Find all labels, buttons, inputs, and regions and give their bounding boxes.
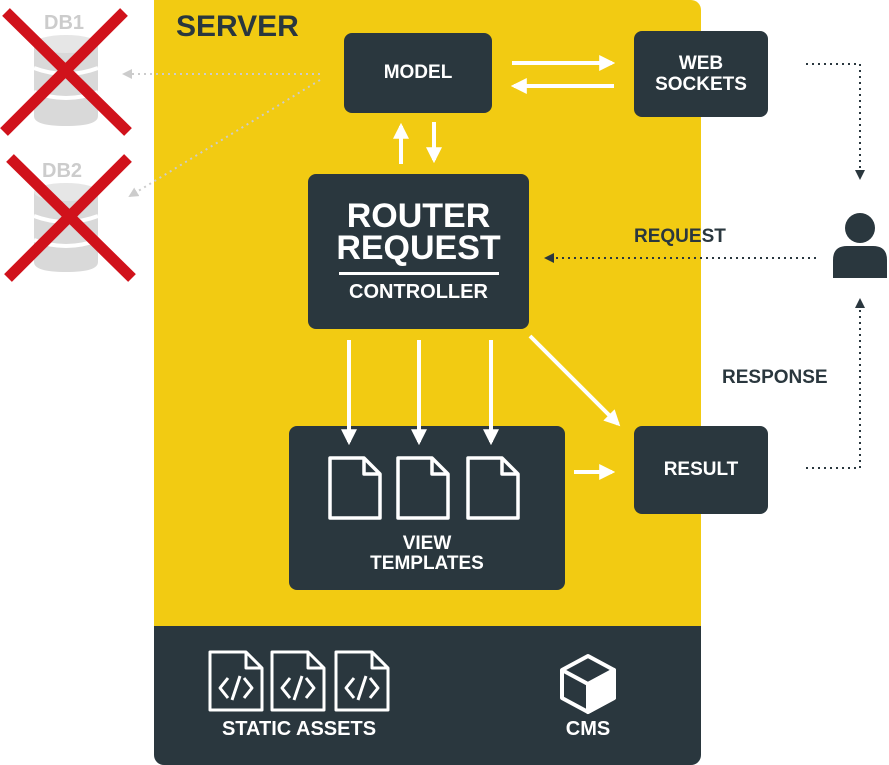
result-box: RESULT — [634, 426, 768, 514]
model-db2-line — [128, 79, 321, 198]
static-asset-icons — [208, 650, 390, 712]
router-to-result-arrow — [528, 334, 621, 427]
static-assets-label: STATIC ASSETS — [221, 718, 377, 740]
code-file-icon-1 — [208, 650, 264, 712]
view-templates-label: VIEW TEMPLATES — [289, 534, 565, 574]
request-flow-label: REQUEST — [634, 226, 726, 247]
view-label-line1: VIEW — [402, 533, 452, 554]
user-icon — [833, 213, 887, 278]
cms-label: CMS — [565, 718, 611, 740]
router-box: ROUTER REQUEST CONTROLLER — [308, 174, 529, 329]
template-file-icons — [328, 456, 520, 520]
db1-icon — [33, 35, 99, 126]
websockets-label-line2: SOCKETS — [655, 74, 747, 95]
result-to-user-response-line — [806, 298, 865, 469]
websockets-box: WEB SOCKETS — [634, 31, 768, 117]
view-label-line2: TEMPLATES — [370, 553, 484, 574]
db2-cross-icon — [4, 154, 136, 282]
controller-label: CONTROLLER — [349, 280, 488, 303]
request-label: REQUEST — [336, 228, 501, 267]
websockets-label-line1: WEB — [678, 53, 724, 74]
result-label: RESULT — [663, 459, 739, 480]
model-label: MODEL — [383, 62, 453, 83]
router-divider — [338, 271, 499, 275]
model-box: MODEL — [344, 33, 492, 113]
cms-cube-icon — [560, 654, 616, 714]
response-flow-label: RESPONSE — [722, 367, 828, 388]
db1-label: DB1 — [44, 12, 85, 34]
template-file-icon-3 — [466, 456, 520, 520]
template-file-icon-1 — [328, 456, 382, 520]
db1-cross-icon — [0, 8, 132, 136]
code-file-icon-3 — [334, 650, 390, 712]
server-title: SERVER — [176, 10, 299, 43]
code-file-icon-2 — [270, 650, 326, 712]
db2-label: DB2 — [42, 160, 83, 182]
websockets-to-user-line — [806, 63, 865, 180]
template-file-icon-2 — [396, 456, 450, 520]
router-label: ROUTER — [346, 196, 491, 235]
